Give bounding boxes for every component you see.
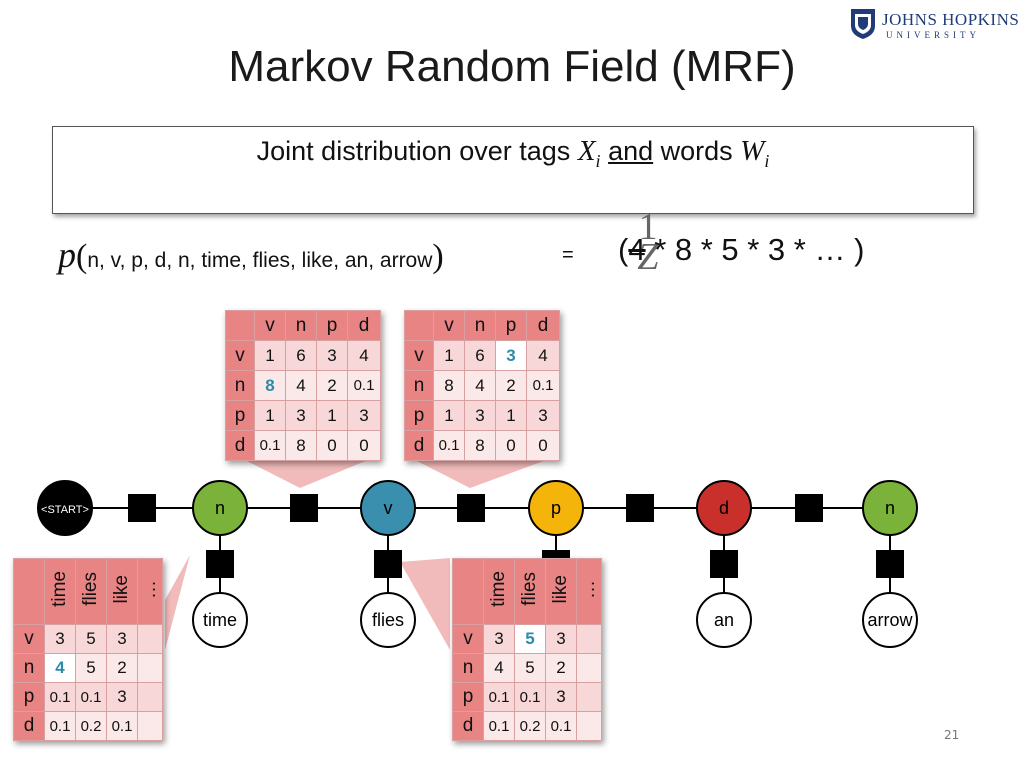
equals-sign: =: [562, 244, 574, 266]
highlighted-cell: 8: [254, 370, 286, 401]
transition-table-left: v n p d v 1 6 3 4 n 8 4 2 0.1 p 1 3 1 3 …: [225, 310, 381, 461]
tag-node-n: n: [192, 480, 248, 536]
word-node-flies: flies: [360, 592, 416, 648]
tag-node-start: <START>: [37, 480, 93, 536]
emission-factor: [876, 550, 904, 578]
prob-arguments: n, v, p, d, n, time, flies, like, an, ar…: [87, 249, 433, 272]
svg-text:arrow: arrow: [867, 610, 913, 630]
transition-factor: [128, 494, 156, 522]
definition-prefix: Joint distribution over tags: [256, 136, 578, 166]
prob-symbol: p: [58, 235, 76, 275]
svg-text:<START>: <START>: [41, 504, 89, 516]
normalizer-fraction: 1 Z: [637, 206, 659, 278]
transition-factor: [290, 494, 318, 522]
highlighted-cell: 4: [44, 653, 76, 683]
svg-text:n: n: [215, 498, 225, 518]
svg-text:p: p: [551, 498, 561, 518]
word-node-arrow: arrow: [862, 592, 918, 648]
svg-text:flies: flies: [372, 610, 404, 630]
highlighted-cell: 5: [514, 624, 546, 654]
logo-subtitle: UNIVERSITY: [886, 30, 980, 40]
and-word: and: [608, 136, 654, 166]
transition-factor: [795, 494, 823, 522]
tag-node-v: v: [360, 480, 416, 536]
tag-node-p: p: [528, 480, 584, 536]
definition-text: Joint distribution over tags Xi and word…: [53, 135, 973, 172]
slide-title: Markov Random Field (MRF): [228, 42, 796, 91]
svg-text:an: an: [714, 610, 734, 630]
slide-number: 21: [944, 728, 960, 742]
highlighted-cell: 3: [495, 340, 527, 371]
words-text: words: [653, 136, 741, 166]
tag-node-d: d: [696, 480, 752, 536]
logo-name: JOHNS HOPKINS: [882, 10, 1020, 29]
word-node-time: time: [192, 592, 248, 648]
emission-factor: [374, 550, 402, 578]
trans-callout-right: [405, 455, 560, 488]
tag-node-n2: n: [862, 480, 918, 536]
definition-box: Joint distribution over tags Xi and word…: [52, 126, 974, 214]
trans-callout-left: [235, 455, 380, 488]
emit-callout-right: [400, 558, 450, 650]
university-logo: JOHNS HOPKINS UNIVERSITY: [850, 8, 1020, 42]
transition-factor: [457, 494, 485, 522]
transition-table-right: v n p d v 1 6 3 4 n 8 4 2 0.1 p 1 3 1 3 …: [404, 310, 560, 461]
svg-text:v: v: [384, 498, 393, 518]
svg-text:n: n: [885, 498, 895, 518]
word-variable: Wi: [740, 135, 770, 171]
emission-factor: [710, 550, 738, 578]
tag-variable: Xi: [577, 135, 601, 171]
svg-text:time: time: [203, 610, 237, 630]
joint-probability: p(n, v, p, d, n, time, flies, like, an, …: [58, 235, 444, 275]
transition-factor: [626, 494, 654, 522]
shield-icon: [851, 9, 875, 39]
product-formula: (4 * 8 * 5 * 3 * … ): [618, 232, 865, 267]
emission-table-right: time flies like … v 3 5 3 n 4 5 2 p 0.1 …: [452, 558, 602, 741]
struck-factor: 4: [628, 232, 646, 267]
emit-callout-left: [165, 555, 190, 650]
emission-table-left: time flies like … v 3 5 3 n 4 5 2 p 0.1 …: [13, 558, 163, 741]
svg-text:d: d: [719, 498, 729, 518]
word-node-an: an: [696, 592, 752, 648]
emission-factor: [206, 550, 234, 578]
